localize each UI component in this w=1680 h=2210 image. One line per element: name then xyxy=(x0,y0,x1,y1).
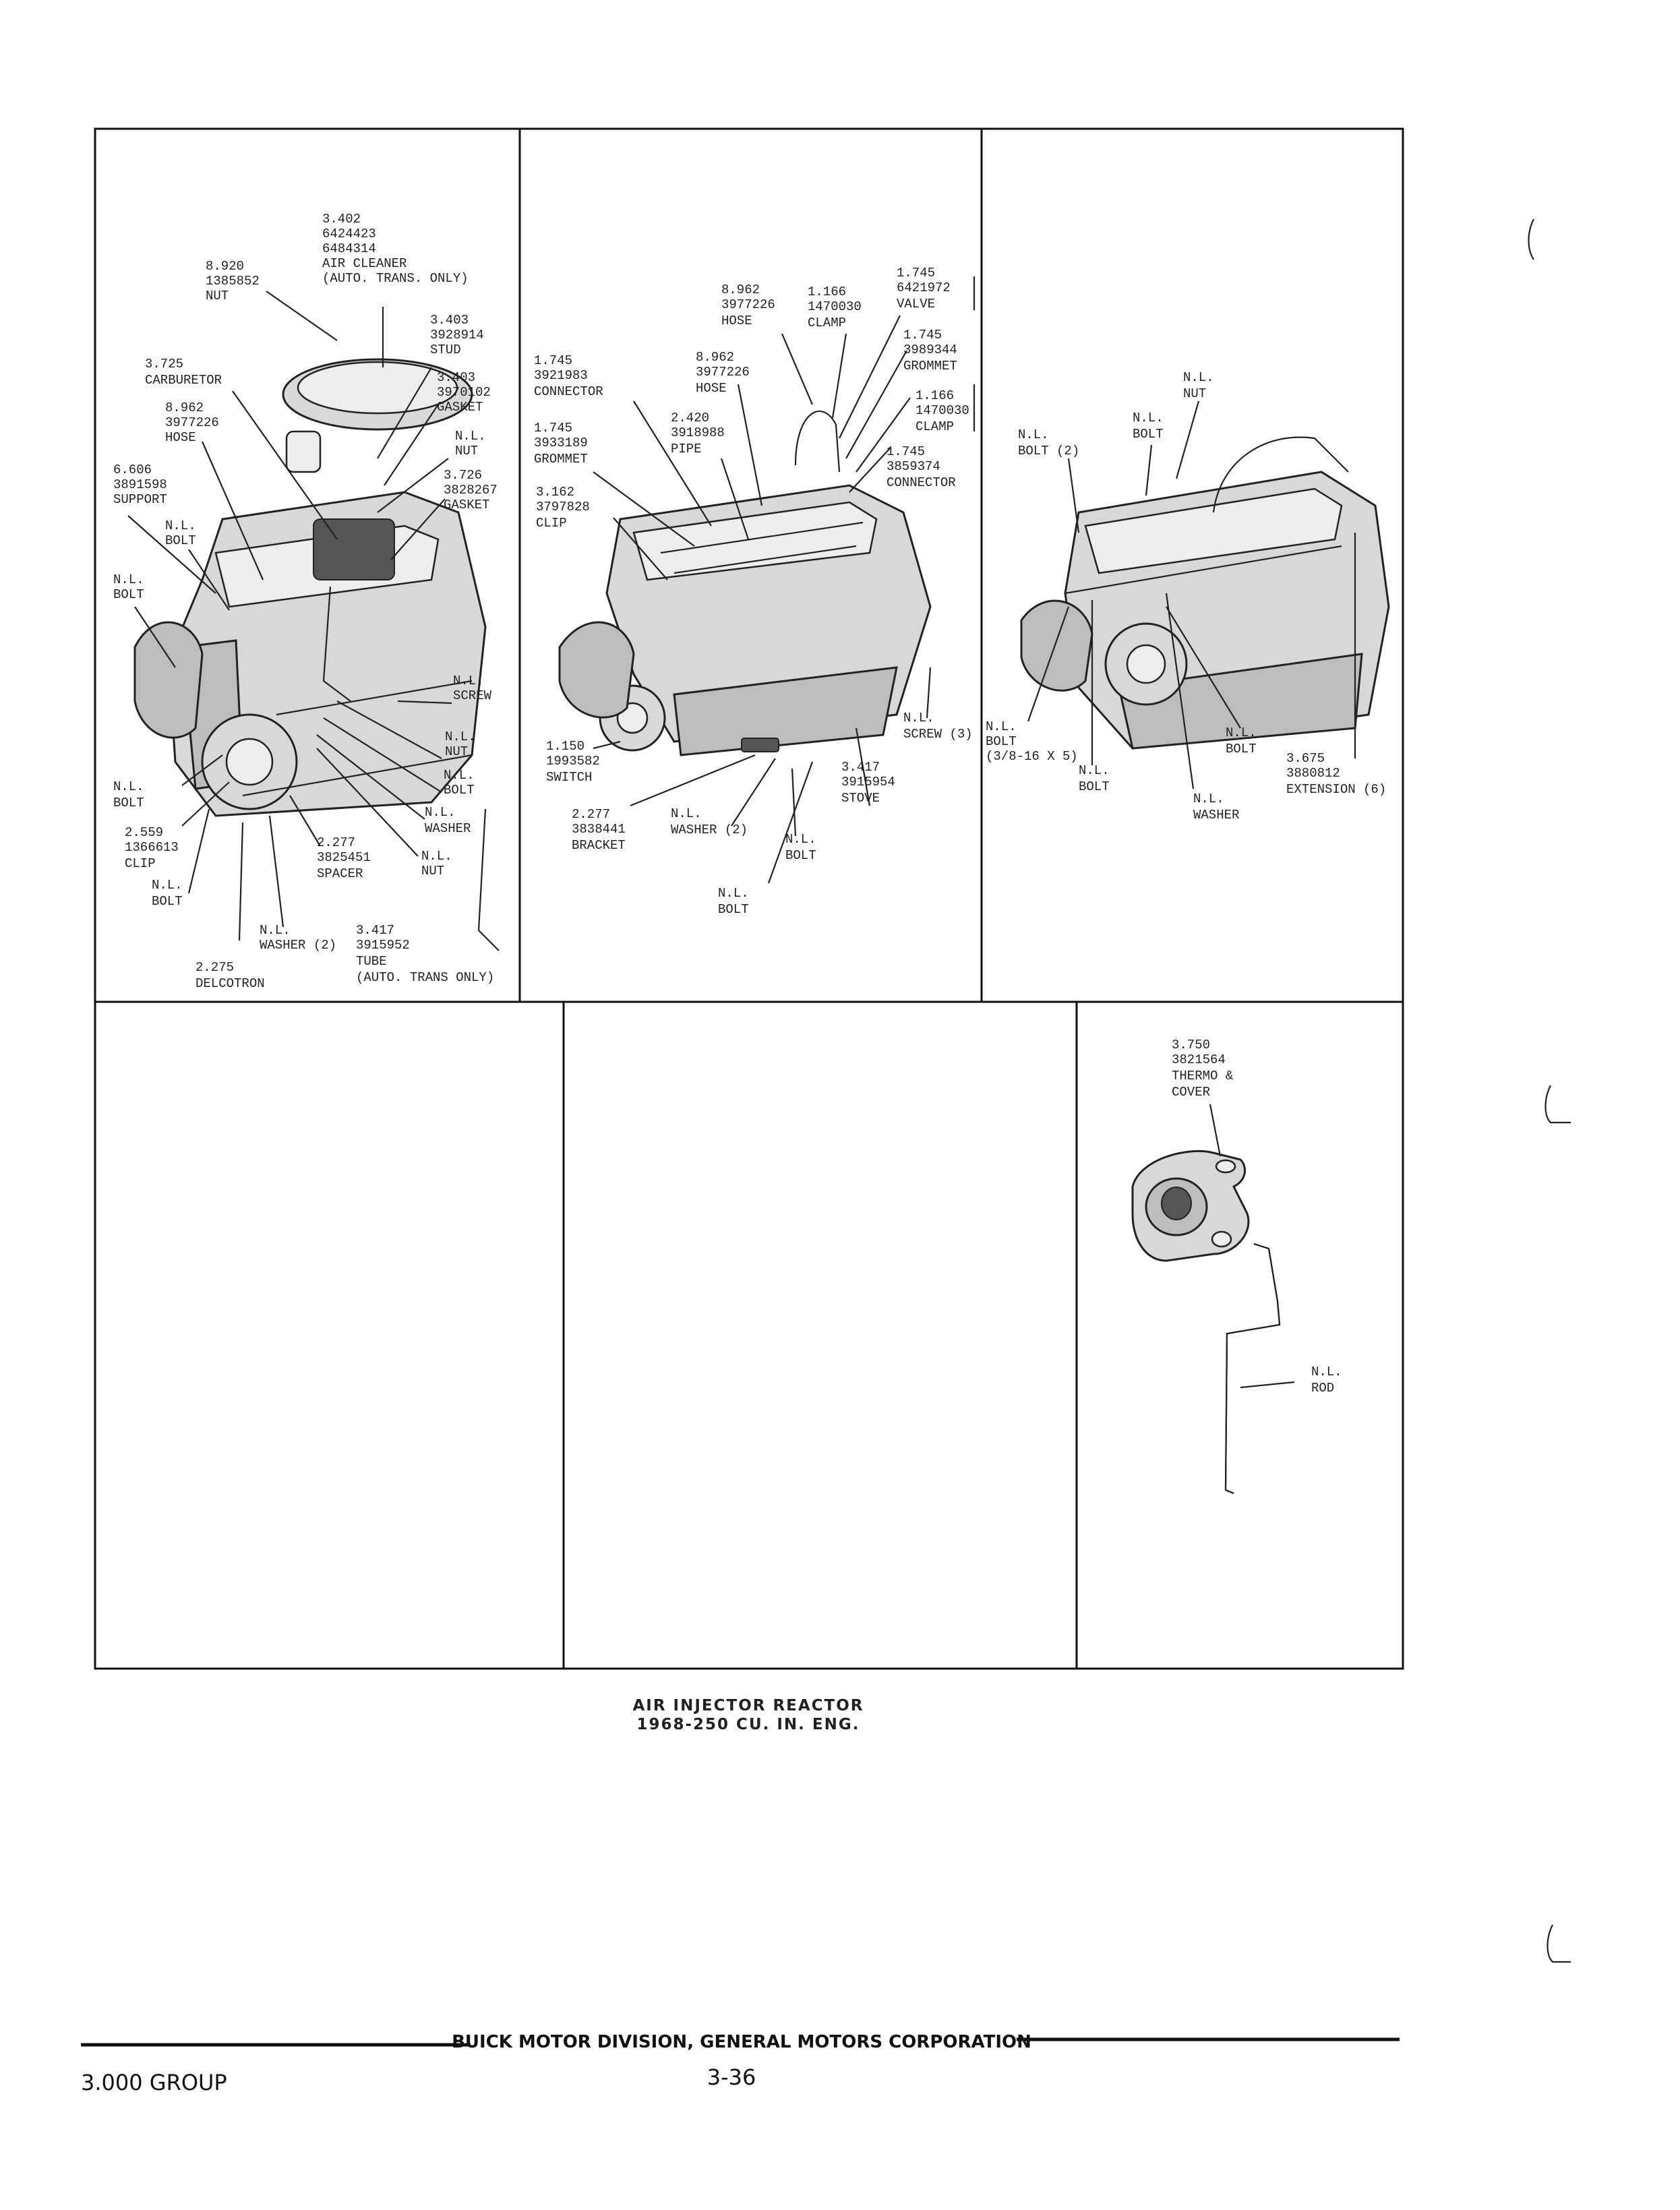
label-clip-2559: 2.559 1366613 CLIP xyxy=(125,825,186,871)
label-spacer: 2.277 3825451 SPACER xyxy=(317,835,378,881)
margin-marks xyxy=(1528,218,1571,1963)
label-bolt-p2-b: N.L. BOLT xyxy=(718,886,756,917)
panel1-engine-illustration xyxy=(133,358,487,817)
panel3-labels: N.L. NUT N.L. BOLT N.L. BOLT (2) N.L. BO… xyxy=(986,370,1386,823)
label-carburetor: 3.725 CARBURETOR xyxy=(145,357,222,388)
label-hose-8962-b: 8.962 3977226 HOSE xyxy=(696,350,757,396)
label-tube: 3.417 3915952 TUBE (AUTO. TRANS ONLY) xyxy=(356,923,494,985)
panel6-thermo-cover-illustration xyxy=(1131,1149,1250,1262)
label-nut-p3: N.L. NUT xyxy=(1183,370,1222,401)
label-bolt-p2-a: N.L. BOLT xyxy=(785,832,824,863)
label-pipe: 2.420 3918988 PIPE xyxy=(671,411,732,456)
panel3-leader-lines xyxy=(1027,400,1356,789)
label-washer-p3: N.L. WASHER xyxy=(1193,792,1239,823)
label-delcotron: 2.275 DELCOTRON xyxy=(196,960,265,991)
label-hose-8962-a: 8.962 3977226 HOSE xyxy=(721,282,783,328)
label-clip-3162: 3.162 3797828 CLIP xyxy=(536,485,597,531)
label-switch: 1.150 1993582 SWITCH xyxy=(546,739,607,785)
label-rod: N.L. ROD xyxy=(1311,1365,1350,1396)
label-connector-3921983: 1.745 3921983 CONNECTOR xyxy=(534,353,603,399)
panel6-labels: 3.750 3821564 THERMO & COVER N.L. ROD xyxy=(1172,1038,1350,1396)
label-washer-2: N.L. WASHER (2) xyxy=(260,923,336,953)
footer-group: 3.000 GROUP xyxy=(81,2070,227,2095)
label-connector-3859374: 1.745 3859374 CONNECTOR xyxy=(887,444,956,490)
panel6-rod-illustration xyxy=(1224,1243,1281,1495)
label-bolt-3-8-16: N.L. BOLT (3/8-16 X 5) xyxy=(986,719,1078,764)
label-extension: 3.675 3880812 EXTENSION (6) xyxy=(1286,751,1386,797)
diagram-frame xyxy=(94,127,1404,1670)
footer-rules xyxy=(81,2037,1400,2047)
label-hose-8962: 8.962 3977226 HOSE xyxy=(165,400,227,445)
label-bolt-2-p3: N.L. BOLT (2) xyxy=(1018,427,1079,458)
label-bolt-nl-3: N.L. BOLT xyxy=(444,768,482,798)
label-nut-nl-3: N.L. NUT xyxy=(421,849,460,878)
label-bolt-nl-2: N.L. BOLT xyxy=(113,572,152,602)
label-bolt-p3-a: N.L. BOLT xyxy=(1133,411,1171,442)
caption-title: AIR INJECTOR REACTOR xyxy=(632,1697,864,1714)
footer-page-number: 3-36 xyxy=(707,2064,756,2090)
panel2-leader-lines xyxy=(593,276,976,884)
label-washer-2-p2: N.L. WASHER (2) xyxy=(671,806,748,837)
label-nut-nl-2: N.L. NUT xyxy=(445,729,483,759)
label-stud: 3.403 3928914 STUD xyxy=(430,313,491,357)
label-grommet-3989344: 1.745 3989344 GROMMET xyxy=(903,328,965,374)
panel6-leader-lines xyxy=(1209,1104,1295,1389)
label-support: 6.606 3891598 SUPPORT xyxy=(113,462,175,507)
panel1-labels: 3.402 6424423 6484314 AIR CLEANER (AUTO.… xyxy=(113,212,505,991)
label-gasket-3828267: 3.726 3828267 GASKET xyxy=(444,468,505,512)
panel3-engine-illustration xyxy=(1020,436,1390,750)
label-nut-8920: 8.920 1385852 NUT xyxy=(206,259,267,303)
label-screw-nl: N.L. SCREW xyxy=(453,674,492,703)
label-gasket-3970102: 3.403 3970102 GASKET xyxy=(437,370,498,415)
label-stove: 3.417 3915954 STOVE xyxy=(841,760,903,806)
panel2-engine-illustration xyxy=(558,411,932,756)
caption-subtitle: 1968-250 CU. IN. ENG. xyxy=(636,1716,860,1733)
label-bracket: 2.277 3838441 BRACKET xyxy=(572,807,633,853)
panel1-leader-lines xyxy=(127,291,500,951)
label-bolt-p3-b: N.L. BOLT xyxy=(1079,763,1117,794)
label-clamp-1166-a: 1.166 1470030 CLAMP xyxy=(808,285,869,330)
footer-company: BUICK MOTOR DIVISION, GENERAL MOTORS COR… xyxy=(452,2032,1031,2052)
label-bolt-p3-c: N.L. BOLT xyxy=(1226,725,1264,756)
label-nut-nl-1: N.L. NUT xyxy=(455,429,493,458)
label-bolt-nl-1: N.L. BOLT xyxy=(165,518,204,548)
label-washer-nl: N.L. WASHER xyxy=(425,805,471,836)
label-bolt-nl-4: N.L. BOLT xyxy=(113,779,152,810)
label-screw-3: N.L. SCREW (3) xyxy=(903,711,973,742)
label-thermo-cover: 3.750 3821564 THERMO & COVER xyxy=(1172,1038,1241,1100)
label-valve: 1.745 6421972 VALVE xyxy=(897,266,958,311)
label-bolt-nl-5: N.L. BOLT xyxy=(152,878,190,909)
label-grommet-3933189: 1.745 3933189 GROMMET xyxy=(534,421,595,467)
panel2-labels: 8.962 3977226 HOSE 1.166 1470030 CLAMP 1… xyxy=(534,266,977,917)
label-clamp-1166-b: 1.166 1470030 CLAMP xyxy=(916,388,977,434)
label-air-cleaner: 3.402 6424423 6484314 AIR CLEANER (AUTO.… xyxy=(322,212,469,286)
